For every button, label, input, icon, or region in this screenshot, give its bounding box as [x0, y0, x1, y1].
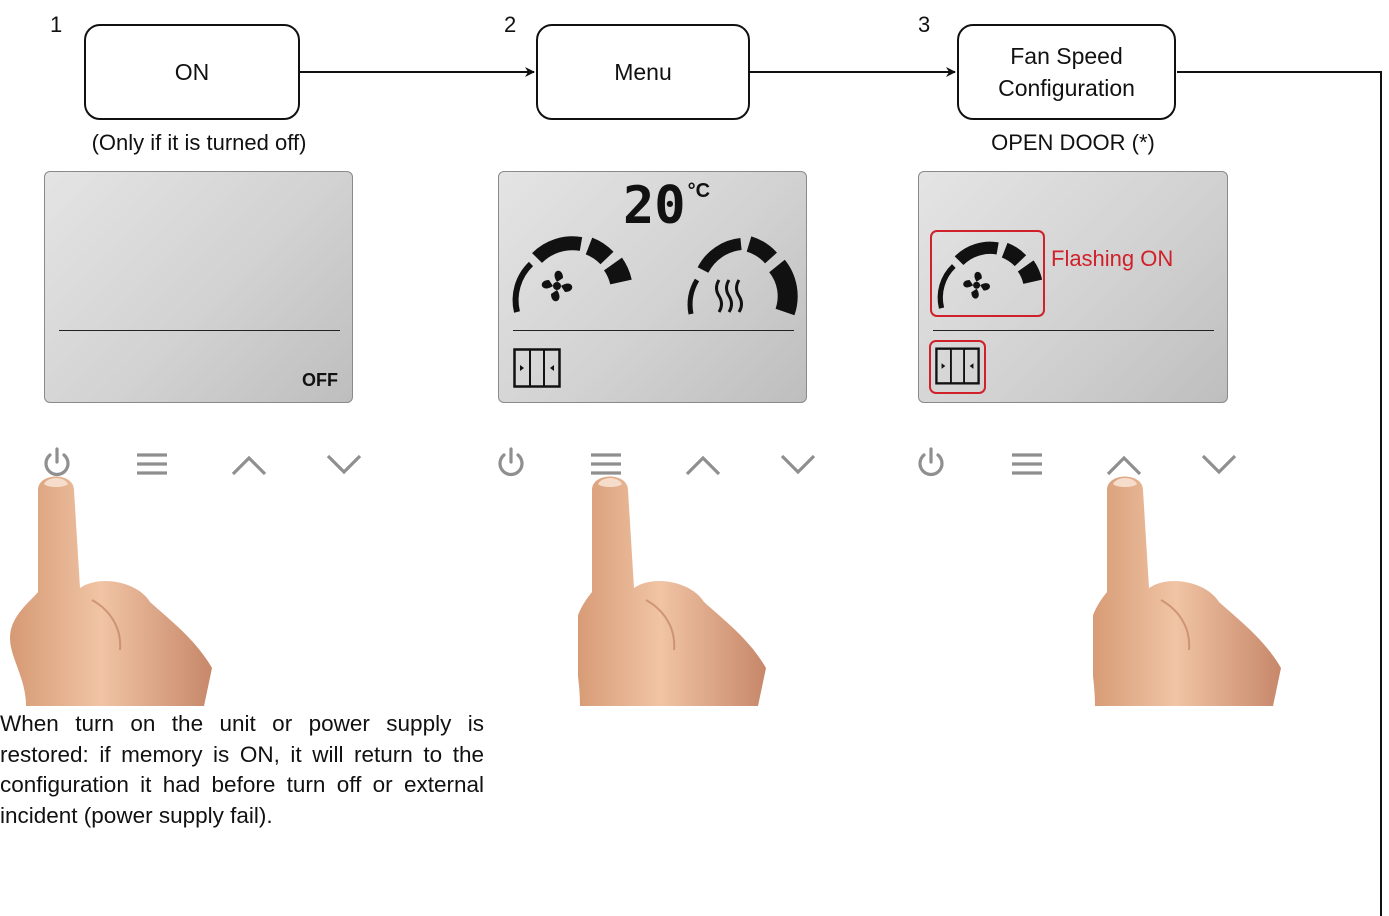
door-icon — [513, 348, 561, 388]
lcd-display-fan-config: Flashing ON — [918, 171, 1228, 403]
step-label: ON — [174, 59, 210, 85]
chevron-up-icon[interactable] — [1104, 448, 1144, 478]
power-icon[interactable] — [40, 446, 74, 480]
power-icon[interactable] — [494, 446, 528, 480]
temperature-readout: 20 °C — [623, 178, 710, 234]
chevron-down-icon[interactable] — [1199, 448, 1239, 478]
step-label: Fan Speed — [1010, 43, 1123, 69]
fan-icon — [541, 270, 573, 302]
power-icon[interactable] — [914, 446, 948, 480]
step-box-menu: Menu — [536, 24, 750, 120]
off-indicator: OFF — [302, 370, 338, 390]
door-highlight-frame — [929, 340, 986, 394]
hand-pressing-menu-icon — [578, 476, 766, 706]
lcd-display-off: OFF — [44, 171, 353, 403]
fan-highlight-frame — [930, 230, 1045, 317]
flashing-label: Flashing ON — [1051, 246, 1174, 271]
menu-icon[interactable] — [1010, 451, 1044, 477]
chevron-up-icon[interactable] — [683, 448, 723, 478]
step-caption: (Only if it is turned off) — [91, 130, 307, 155]
step-number: 3 — [918, 12, 931, 37]
step-caption: OPEN DOOR (*) — [991, 130, 1155, 155]
menu-icon[interactable] — [135, 451, 169, 477]
menu-icon[interactable] — [589, 451, 623, 477]
step-box-fan-speed-configuration: Fan Speed Configuration — [957, 24, 1176, 120]
memory-note: When turn on the unit or power supply is… — [0, 711, 484, 828]
chevron-up-icon[interactable] — [229, 448, 269, 478]
door-icon — [935, 347, 980, 385]
lcd-divider — [513, 330, 794, 331]
hand-pressing-up-icon — [1093, 476, 1281, 706]
step-label: Menu — [614, 59, 672, 85]
continue-line — [1177, 71, 1382, 916]
heat-waves-icon — [715, 279, 743, 313]
step-number: 1 — [50, 12, 63, 37]
heating-gauge-icon — [687, 236, 798, 316]
lcd-divider — [933, 330, 1214, 331]
step-label: Configuration — [998, 75, 1135, 101]
step-box-on: ON — [84, 24, 300, 120]
fan-icon — [963, 271, 990, 299]
temperature-unit: °C — [687, 180, 711, 202]
step-number: 2 — [504, 12, 517, 37]
lcd-display-menu: 20 °C — [498, 171, 807, 403]
fan-speed-gauge-icon — [937, 241, 1043, 309]
chevron-down-icon[interactable] — [778, 448, 818, 478]
temperature-value: 20 — [623, 176, 686, 236]
fan-speed-gauge-icon — [512, 236, 632, 313]
hand-pressing-power-icon — [10, 476, 212, 706]
lcd-divider — [59, 330, 340, 331]
chevron-down-icon[interactable] — [324, 448, 364, 478]
